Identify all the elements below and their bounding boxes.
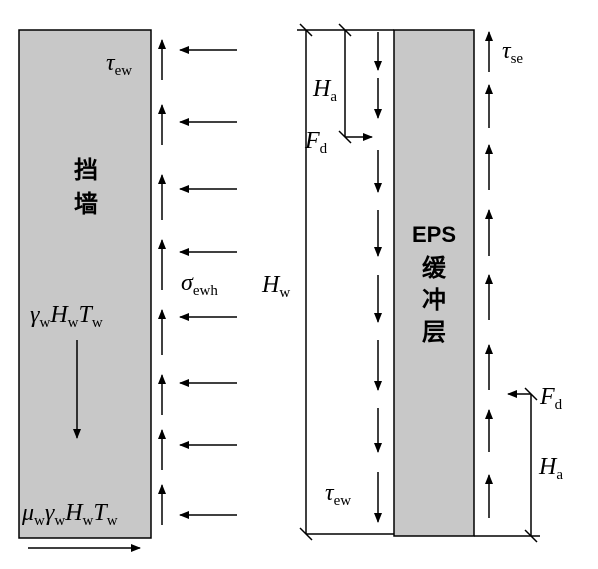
eps-label-1: EPS	[412, 222, 456, 247]
tau-ew-top-label: τew	[106, 50, 132, 79]
wall-label-2: 墙	[74, 190, 98, 218]
eps-label-2: 缓	[422, 254, 447, 282]
bottom-tick-left	[299, 527, 313, 541]
eps-cushion-block	[393, 29, 475, 537]
tau-ew-bottom-label: τew	[325, 480, 351, 509]
eps-label-3: 冲	[422, 286, 446, 314]
top-tick-left	[299, 23, 313, 37]
ha-bottom-tick-top	[524, 387, 538, 401]
ha-top-tick-top	[338, 23, 352, 37]
eps-label-4: 层	[422, 318, 446, 346]
retaining-wall-block	[18, 29, 152, 539]
tau-se-label: τse	[502, 38, 523, 67]
fd-right-label: Fd	[539, 384, 563, 413]
self-weight-label: γwHwTw	[30, 302, 103, 331]
ha-top-label: Ha	[312, 76, 337, 105]
wall-label-1: 挡	[74, 156, 98, 184]
fd-top-label: Fd	[304, 128, 328, 157]
ha-bottom-label: Ha	[538, 454, 563, 483]
sigma-ewh-label: σewh	[181, 270, 218, 299]
ha-bottom-tick-bottom	[524, 529, 538, 543]
hw-label: Hw	[261, 272, 290, 301]
friction-label: μwγwHwTw	[21, 500, 118, 529]
